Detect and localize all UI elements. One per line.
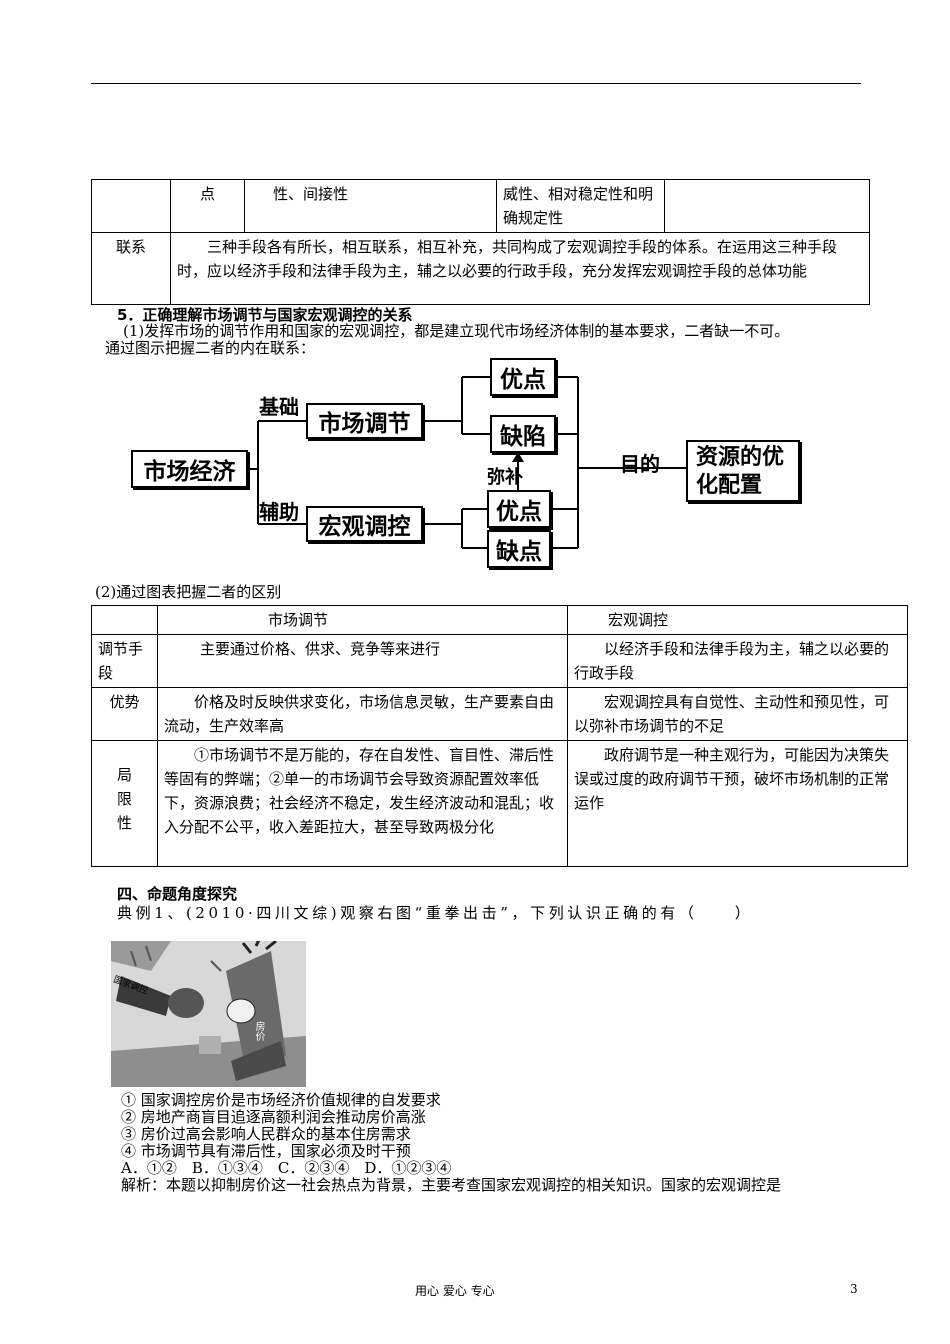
relation-text: 三种手段各有所长，相互联系，相互补充，共同构成了宏观调控手段的体系。在运用这三种… <box>170 232 870 305</box>
cartoon-graphic <box>111 935 306 1087</box>
table-header-cell: 市场调节 <box>157 605 568 635</box>
cartoon-image: 国家调控 房价 <box>111 935 306 1087</box>
box-market-defect: 缺陷 <box>490 415 556 453</box>
option-1: ① 国家调控房价是市场经济价值规律的自发要求 <box>121 1091 441 1109</box>
box-macro-control: 宏观调控 <box>306 506 423 542</box>
box-macro-advantage: 优点 <box>487 490 551 528</box>
label-remedy-text: 弥补 <box>487 467 523 488</box>
label-goal: 目的 <box>620 452 660 476</box>
label-basis: 基础 <box>259 395 299 419</box>
means-comparison-table: 点 性、间接性 威性、相对稳定性和明确规定性 联系 三种手段各有所长，相互联系，… <box>91 179 870 305</box>
table-cell <box>91 179 171 233</box>
header-rule <box>91 83 861 84</box>
box-goal-resource-allocation: 资源的优化配置 <box>686 440 800 502</box>
table-cell: 主要通过价格、供求、竞争等来进行 <box>157 634 568 688</box>
option-3: ③ 房价过高会影响人民群众的基本住房需求 <box>121 1125 411 1143</box>
option-4: ④ 市场调节具有滞后性，国家必须及时干预 <box>121 1142 411 1160</box>
row-label-relation: 联系 <box>91 232 171 305</box>
analysis-text: 解析：本题以抑制房价这一社会热点为背景，主要考查国家宏观调控的相关知识。国家的宏… <box>121 1176 782 1194</box>
option-2: ② 房地产商盲目追逐高额利润会推动房价高涨 <box>121 1108 426 1126</box>
box-market-advantage: 优点 <box>490 358 556 396</box>
answer-choices: A．①② B．①③④ C．②③④ D．①②③④ <box>121 1159 452 1177</box>
section5-para-line2: 通过图示把握二者的内在联系： <box>105 339 316 357</box>
row-label: 调节手段 <box>91 634 158 688</box>
section4-heading: 四、命题角度探究 <box>117 885 238 903</box>
row-label: 局限性 <box>91 740 158 867</box>
row-label: 优势 <box>91 687 158 741</box>
cartoon-building-label: 房价 <box>253 1021 264 1041</box>
difference-table: 市场调节 宏观调控 调节手段 主要通过价格、供求、竞争等来进行 以经济手段和法律… <box>91 605 908 867</box>
box-macro-defect: 缺点 <box>487 530 551 568</box>
table-header-cell: 宏观调控 <box>567 605 908 635</box>
section5-heading: 5．正确理解市场调节与国家宏观调控的关系 <box>117 306 413 324</box>
table-cell: ①市场调节不是万能的，存在自发性、盲目性、滞后性等固有的弊端；②单一的市场调节会… <box>157 740 568 867</box>
table-cell: 宏观调控具有自觉性、主动性和预见性，可以弥补市场调节的不足 <box>567 687 908 741</box>
label-aux: 辅助 <box>259 500 299 524</box>
table-cell: 性、间接性 <box>244 179 497 233</box>
table-cell: 价格及时反映供求变化，市场信息灵敏，生产要素自由流动，生产效率高 <box>157 687 568 741</box>
section5-para-line1: (1)发挥市场的调节作用和国家的宏观调控，都是建立现代市场经济体制的基本要求，二… <box>123 322 790 340</box>
page-number: 3 <box>850 1282 858 1296</box>
root-box-market-economy: 市场经济 <box>131 450 248 488</box>
table-header-cell <box>91 605 158 635</box>
table-cell: 以经济手段和法律手段为主，辅之以必要的行政手段 <box>567 634 908 688</box>
box-market-regulation: 市场调节 <box>306 403 423 439</box>
table-cell: 威性、相对稳定性和明确规定性 <box>496 179 665 233</box>
label-remedy: 弥补 <box>487 463 523 489</box>
table-cell: 点 <box>170 179 245 233</box>
footer-slogan: 用心 爱心 专心 <box>415 1284 495 1298</box>
example-question: 典例1、(2010·四川文综)观察右图“重拳出击”，下列认识正确的有（ ） <box>117 904 754 922</box>
table-cell <box>664 179 870 233</box>
section2-caption: (2)通过图表把握二者的区别 <box>95 583 282 601</box>
table-cell: 政府调节是一种主观行为，可能因为决策失误或过度的政府调节干预，破坏市场机制的正常… <box>567 740 908 867</box>
